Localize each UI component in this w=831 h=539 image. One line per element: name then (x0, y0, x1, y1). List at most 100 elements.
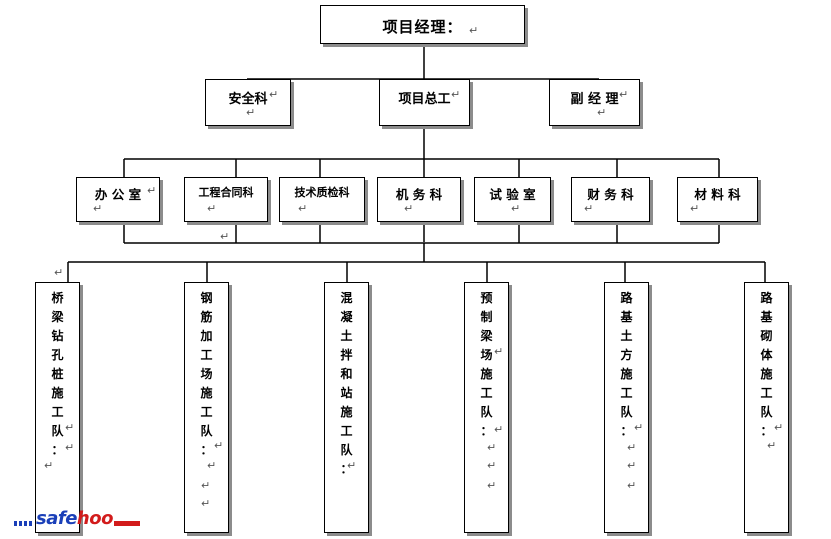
pile-team-box: 桥梁钻孔桩施工队 ： ↵ ↵ ↵ (35, 282, 80, 533)
team-label-char: ： (200, 443, 213, 457)
office-dept-box: 办 公 室 ↵ ↵ (76, 177, 160, 222)
team-label-char: 基 (620, 310, 633, 324)
team-label-char: 工 (620, 386, 633, 400)
paragraph-mark: ↵ (65, 441, 75, 454)
logo-text: safehoo (36, 509, 113, 529)
team-label-char: 凝 (340, 310, 353, 324)
masonry-team-box: 路基砌体施工队： ↵ ↵ (744, 282, 789, 533)
precast-team-box: 预制梁场施工队： ↵ ↵ ↵ ↵ ↵ (464, 282, 509, 533)
team-label-char: 孔 (51, 348, 64, 362)
team-label-char: 队 (51, 424, 64, 438)
team-label-char: 工 (200, 405, 213, 419)
paragraph-mark: ↵ (597, 106, 607, 119)
paragraph-mark: ↵ (619, 88, 629, 101)
team-label-char: 桥 (51, 291, 64, 305)
chief-engineer-box: 项目总工 ↵ (379, 79, 470, 126)
contract-dept-box: 工程合同科 ↵ (184, 177, 268, 222)
team-label-char: 路 (760, 291, 773, 305)
team-label-char: 混 (340, 291, 353, 305)
project-manager-box: 项目经理： ↵ (320, 5, 525, 44)
masonry-team-label: 路基砌体施工队： (745, 289, 788, 441)
paragraph-mark: ↵ (93, 202, 103, 215)
team-label-char: 队 (760, 405, 773, 419)
paragraph-mark: ↵ (627, 459, 637, 472)
safehoo-logo: safehoo (14, 509, 140, 529)
team-label-char: 制 (480, 310, 493, 324)
team-label-char: 工 (51, 405, 64, 419)
materials-dept-box: 材 料 科 ↵ (677, 177, 758, 222)
team-label-char: 钻 (51, 329, 64, 343)
team-label-char: 施 (51, 386, 64, 400)
project-manager-label: 项目经理： (382, 18, 463, 36)
team-label-char: 拌 (340, 348, 353, 362)
team-label-char: ： (760, 424, 773, 438)
paragraph-mark: ↵ (487, 441, 497, 454)
paragraph-mark: ↵ (487, 459, 497, 472)
office-dept-label: 办 公 室 (94, 187, 142, 202)
precast-team-label: 预制梁场施工队： (465, 289, 508, 441)
paragraph-mark: ↵ (44, 459, 54, 472)
team-label-char: 队 (620, 405, 633, 419)
quality-dept-box: 技术质检科 ↵ (279, 177, 365, 222)
paragraph-mark: ↵ (207, 202, 217, 215)
paragraph-mark: ↵ (54, 266, 64, 279)
concrete-team-box: 混凝土拌和站施工队： ↵ (324, 282, 369, 533)
paragraph-mark: ↵ (469, 24, 479, 37)
team-label-char: 梁 (51, 310, 64, 324)
team-label-char: 土 (340, 329, 353, 343)
quality-dept-label: 技术质检科 (294, 186, 350, 199)
finance-dept-label: 财 务 科 (587, 187, 634, 202)
paragraph-mark: ↵ (347, 459, 357, 472)
team-label-char: 施 (480, 367, 493, 381)
team-label-char: 站 (340, 386, 353, 400)
paragraph-mark: ↵ (246, 106, 256, 119)
team-label-char: 队 (340, 443, 353, 457)
earthwork-team-label: 路基土方施工队： (605, 289, 648, 441)
team-label-char: 施 (340, 405, 353, 419)
paragraph-mark: ↵ (767, 439, 777, 452)
paragraph-mark: ↵ (207, 459, 217, 472)
deputy-manager-box: 副 经 理 ↵ ↵ (549, 79, 640, 126)
paragraph-mark: ↵ (65, 421, 75, 434)
logo-dots-graphic (14, 521, 34, 526)
paragraph-mark: ↵ (511, 202, 521, 215)
safety-dept-label: 安全科 (228, 92, 268, 107)
paragraph-mark: ↵ (298, 202, 308, 215)
team-label-char: 体 (760, 348, 773, 362)
team-label-char: 桩 (51, 367, 64, 381)
logo-text-prefix: safe (36, 508, 77, 529)
team-label-char: 队 (200, 424, 213, 438)
team-label-char: 加 (200, 329, 213, 343)
paragraph-mark: ↵ (494, 345, 504, 358)
paragraph-mark: ↵ (774, 421, 784, 434)
team-label-char: 施 (620, 367, 633, 381)
paragraph-mark: ↵ (627, 441, 637, 454)
machinery-dept-label: 机 务 科 (395, 187, 443, 202)
paragraph-mark: ↵ (147, 184, 157, 197)
finance-dept-box: 财 务 科 ↵ (571, 177, 650, 222)
team-label-char: ： (620, 424, 633, 438)
paragraph-mark: ↵ (487, 479, 497, 492)
paragraph-mark: ↵ (404, 202, 414, 215)
paragraph-mark: ↵ (627, 479, 637, 492)
rebar-team-label: 钢筋加工场施工队： (185, 289, 228, 460)
lab-dept-label: 试 验 室 (489, 187, 536, 202)
paragraph-mark: ↵ (690, 202, 700, 215)
safety-dept-box: 安全科 ↵ ↵ (205, 79, 291, 126)
team-label-char: 场 (200, 367, 213, 381)
team-label-char: ： (480, 424, 493, 438)
team-label-char: 梁 (480, 329, 493, 343)
team-label-char: ： (51, 443, 64, 457)
machinery-dept-box: 机 务 科 ↵ (377, 177, 461, 222)
team-label-char: 工 (760, 386, 773, 400)
team-label-char: 队 (480, 405, 493, 419)
concrete-team-label: 混凝土拌和站施工队： (325, 289, 368, 479)
chief-engineer-label: 项目总工 (398, 92, 451, 107)
paragraph-mark: ↵ (494, 423, 504, 436)
team-label-char: 和 (340, 367, 353, 381)
team-label-char: 基 (760, 310, 773, 324)
lab-dept-box: 试 验 室 ↵ (474, 177, 551, 222)
materials-dept-label: 材 料 科 (694, 187, 741, 202)
team-label-char: 施 (200, 386, 213, 400)
team-label-char: 筋 (200, 310, 213, 324)
